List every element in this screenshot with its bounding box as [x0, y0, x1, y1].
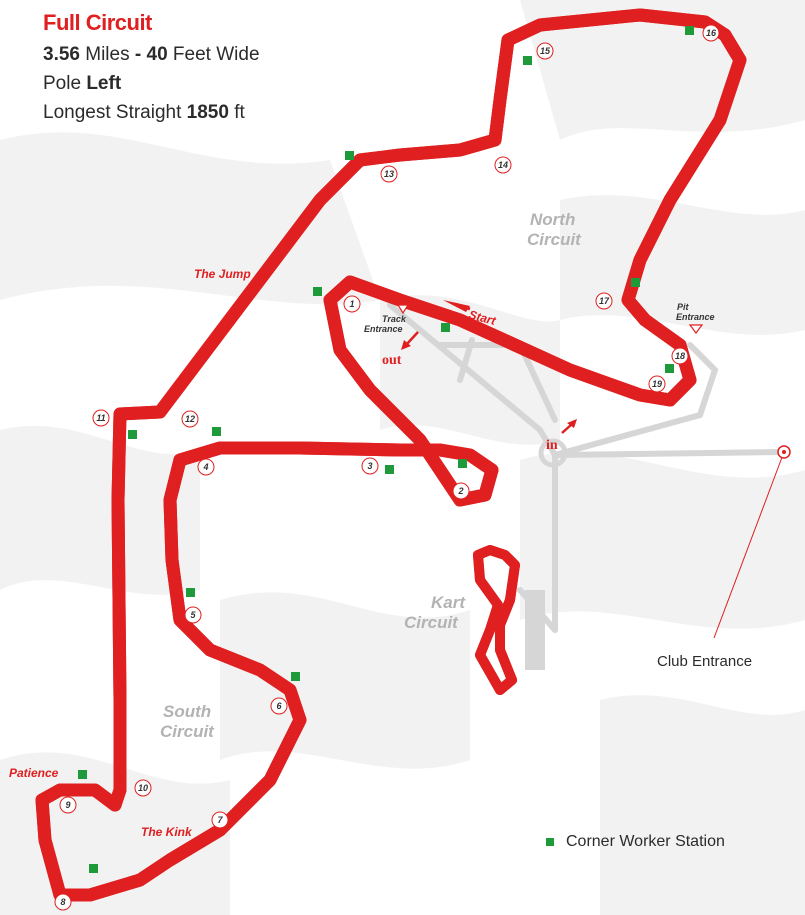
turn-number: 5 — [190, 610, 196, 620]
the-jump-label: The Jump — [194, 267, 251, 281]
turn-marker — [380, 165, 398, 183]
turn-marker — [361, 457, 379, 475]
svg-text:Circuit: Circuit — [404, 613, 459, 632]
turn-number: 6 — [276, 701, 282, 711]
longest-straight-line: Longest Straight 1850 ft — [43, 102, 245, 123]
turn-marker — [59, 796, 77, 814]
turn-marker — [595, 292, 613, 310]
svg-text:Kart: Kart — [431, 593, 466, 612]
corner-worker-stations — [78, 26, 694, 873]
turn-number: 14 — [498, 160, 508, 170]
svg-text:Entrance: Entrance — [364, 324, 403, 334]
in-arrow: in — [546, 419, 577, 453]
out-arrow: out — [382, 331, 419, 368]
turn-number: 2 — [457, 486, 463, 496]
turn-number: 9 — [65, 800, 70, 810]
circuit-title: Full Circuit — [43, 10, 152, 35]
track-entrance-marker — [396, 304, 410, 315]
turn-number: 17 — [599, 296, 610, 306]
turn-marker — [54, 893, 72, 911]
turn-marker — [270, 697, 288, 715]
pit-entrance-label: Pit — [677, 302, 690, 312]
turn-number: 16 — [706, 28, 717, 38]
svg-text:in: in — [546, 438, 558, 453]
turn-number: 3 — [367, 461, 372, 471]
turn-number: 15 — [540, 46, 551, 56]
turn-marker — [184, 606, 202, 624]
turn-number: 1 — [349, 299, 354, 309]
the-kink-label: The Kink — [141, 825, 193, 839]
kart-circuit-label: Kart Circuit — [404, 593, 466, 632]
pit-entrance-marker — [688, 324, 704, 334]
legend-label: Corner Worker Station — [566, 833, 725, 850]
svg-text:Circuit: Circuit — [160, 722, 215, 741]
turn-number: 19 — [652, 379, 662, 389]
pole-line: Pole Left — [43, 73, 122, 94]
kart-paddock — [525, 590, 545, 670]
main-track — [35, 8, 747, 902]
turn-number: 11 — [96, 413, 105, 423]
track-entrance-label: Track — [382, 314, 407, 324]
turn-marker — [494, 156, 512, 174]
turn-marker — [671, 347, 689, 365]
turn-marker — [648, 375, 666, 393]
north-circuit-label: North Circuit — [527, 210, 582, 249]
south-circuit-label: South Circuit — [160, 702, 215, 741]
turn-number: 10 — [138, 783, 148, 793]
turn-number: 7 — [217, 815, 223, 825]
patience-label: Patience — [9, 766, 59, 780]
svg-text:Entrance: Entrance — [676, 312, 715, 322]
turn-marker — [211, 811, 229, 829]
svg-text:North: North — [530, 210, 575, 229]
corner-worker-station-icon — [546, 838, 554, 846]
turn-marker — [181, 410, 199, 428]
roundabout — [538, 438, 568, 468]
kart-track — [473, 545, 520, 695]
turn-number: 12 — [185, 414, 195, 424]
svg-text:South: South — [163, 702, 211, 721]
legend: Corner Worker Station — [546, 833, 725, 851]
club-entrance-label: Club Entrance — [657, 653, 752, 670]
turn-marker — [452, 482, 470, 500]
turn-marker — [702, 24, 720, 42]
turn-number: 18 — [675, 351, 685, 361]
turn-number: 8 — [60, 897, 65, 907]
turn-marker — [92, 409, 110, 427]
turn-number: 4 — [202, 462, 208, 472]
club-entrance-leader — [713, 451, 785, 639]
length-width-line: 3.56 Miles - 40 Feet Wide — [43, 44, 260, 65]
circuit-info: Full Circuit 3.56 Miles - 40 Feet Wide P… — [43, 10, 260, 127]
svg-text:Circuit: Circuit — [527, 230, 582, 249]
svg-text:out: out — [382, 353, 402, 368]
turn-marker — [536, 42, 554, 60]
turn-marker — [343, 295, 361, 313]
turn-marker — [134, 779, 152, 797]
turn-marker — [197, 458, 215, 476]
turn-number: 13 — [384, 169, 394, 179]
